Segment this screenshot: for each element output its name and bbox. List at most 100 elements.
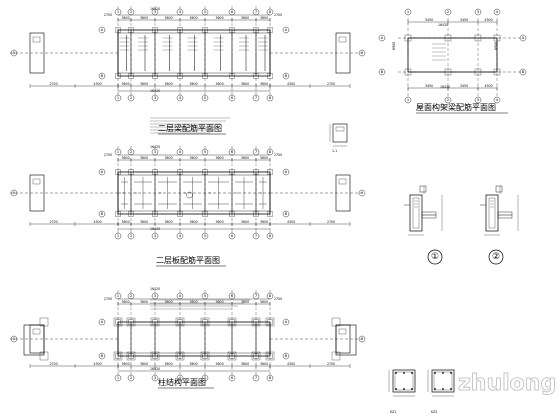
axis-letter: B (101, 212, 104, 216)
dim-text: 3600 (241, 362, 249, 366)
axis-number: 1 (117, 234, 119, 238)
axis-number: 1 (117, 376, 119, 380)
axis-letter: B (101, 354, 104, 358)
axis-bubble (114, 148, 122, 156)
axis-number: 4 (179, 376, 182, 380)
column-fill (200, 351, 210, 361)
axis-bubble (266, 148, 274, 156)
axis-bubble (266, 8, 274, 16)
axis-number: 4 (179, 234, 182, 238)
dim-text: 2700 (274, 13, 282, 17)
section-callout (186, 191, 193, 199)
axis-letter: B (381, 70, 384, 74)
axis-bubble (493, 8, 501, 16)
axis-number: 2 (447, 10, 449, 14)
dim-text: 3600 (165, 16, 173, 20)
axis-bubble (10, 189, 18, 197)
axis-bubble (404, 8, 412, 16)
dim-text: 3600 (241, 82, 249, 86)
frame-outline (117, 29, 271, 77)
axis-bubble (358, 335, 366, 343)
dim-text: 4300 (485, 84, 493, 88)
column-fill (177, 27, 183, 33)
axis-bubble (98, 168, 106, 176)
axis-number: 3 (154, 294, 156, 298)
axis-number: 7 (255, 96, 257, 100)
axis-number: 9 (361, 51, 364, 55)
dim-text: 3600 (140, 362, 148, 366)
axis-bubble (151, 292, 159, 300)
axis-number: 0 (13, 191, 16, 195)
dim-text: 2700 (274, 153, 282, 157)
column-stirrup (394, 371, 414, 391)
column-section (431, 369, 455, 393)
axis-number: 8 (269, 96, 272, 100)
column-fill (253, 211, 259, 217)
axis-number: 3 (154, 10, 156, 14)
axis-number: 6 (231, 10, 234, 14)
axis-number: 1 (117, 294, 119, 298)
title-second-floor-beam: 二层梁配筋平面图 (158, 123, 222, 133)
dim-text: 4300 (94, 220, 102, 224)
axis-number: 7 (255, 234, 257, 238)
axis-bubble (176, 148, 184, 156)
dim-text: 3600 (190, 362, 198, 366)
axis-bubble (127, 292, 135, 300)
rebar-dot (411, 372, 413, 374)
svg-text:②: ② (492, 252, 500, 262)
column-fill (267, 73, 273, 79)
dim-text: 3600 (260, 362, 268, 366)
dim-text: 3600 (241, 156, 249, 160)
roof-frame-outline (407, 37, 498, 73)
axis-number: 3 (154, 96, 156, 100)
column-fill (227, 317, 237, 327)
column-fill (267, 27, 273, 33)
axis-bubble (127, 232, 135, 240)
dim-text: 3600 (190, 16, 198, 20)
section-detail-outline (409, 194, 423, 232)
axis-bubble (228, 374, 236, 382)
axis-bubble (266, 232, 274, 240)
section-fill (335, 126, 345, 132)
axis-bubble (266, 374, 274, 382)
axis-number: 4 (179, 10, 182, 14)
column-fill (253, 319, 259, 325)
axis-bubble (378, 68, 386, 76)
axis-bubble (98, 318, 106, 326)
axis-bubble (228, 292, 236, 300)
title-second-floor-slab: 二层板配筋平面图 (156, 255, 220, 265)
axis-number: 4 (496, 10, 499, 14)
dim-text: 3600 (122, 220, 130, 224)
axis-number: 2 (130, 294, 132, 298)
dim-text: 3600 (216, 82, 224, 86)
axis-letter: A (101, 320, 104, 324)
axis-number: 2 (130, 150, 132, 154)
dim-text: 3600 (241, 16, 249, 20)
axis-bubble (358, 189, 366, 197)
axis-number: 7 (255, 294, 257, 298)
axis-bubble (98, 72, 106, 80)
dim-text: 3600 (140, 16, 148, 20)
column-fill (229, 211, 235, 217)
annex-left-frame (23, 324, 45, 356)
axis-bubble (127, 374, 135, 382)
column-fill (202, 319, 208, 325)
axis-bubble (444, 8, 452, 16)
column-fill (115, 27, 121, 33)
dim-roof-depth: 6900 (494, 42, 498, 50)
column-fill (152, 27, 158, 33)
frame-outline (117, 321, 271, 357)
column-fill (177, 169, 183, 175)
dim-text: 3600 (190, 300, 198, 304)
dim-text: 2700 (50, 220, 58, 224)
axis-number: 1 (407, 10, 409, 14)
axis-bubble (252, 374, 260, 382)
column-fill (126, 351, 136, 361)
axis-bubble (201, 94, 209, 102)
axis-bubble (10, 335, 18, 343)
axis-number: 5 (204, 96, 206, 100)
axis-bubble (114, 94, 122, 102)
dim-text: 2700 (327, 82, 335, 86)
dim-overall: 16420 (150, 287, 160, 291)
axis-bubble (176, 374, 184, 382)
